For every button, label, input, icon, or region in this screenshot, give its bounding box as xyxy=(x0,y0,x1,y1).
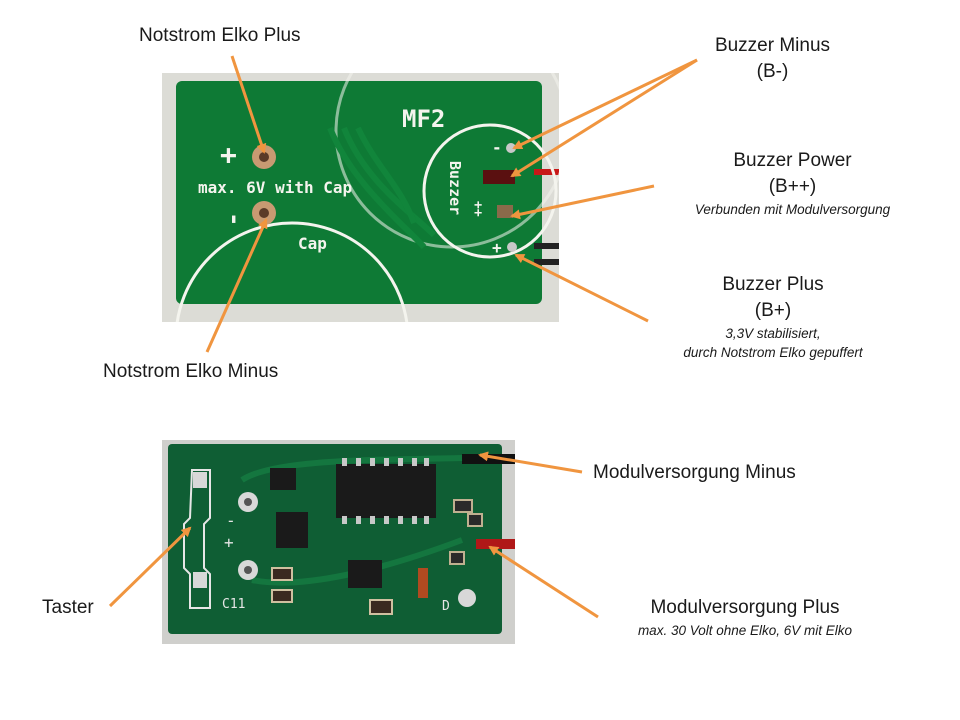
label-notstrom-elko-plus: Notstrom Elko Plus xyxy=(139,25,301,46)
buzzer-power-code: (B++) xyxy=(768,176,817,197)
modulversorgung-plus-note: max. 30 Volt ohne Elko, 6V mit Elko xyxy=(637,623,853,638)
buzzer-plus-title: Buzzer Plus xyxy=(722,274,824,295)
buzzer-minus-title: Buzzer Minus xyxy=(714,35,831,56)
arrow-elko-plus xyxy=(230,55,267,154)
buzzer-power-note: Verbunden mit Modulversorgung xyxy=(694,202,891,217)
label-notstrom-elko-minus: Notstrom Elko Minus xyxy=(103,361,279,382)
silk-bottom-plus: + xyxy=(224,533,234,552)
buzzer-plus-note-1: 3,3V stabilisiert, xyxy=(725,326,821,341)
arrow-elko-minus xyxy=(205,218,268,353)
arrow-buzzer-minus-a xyxy=(512,58,698,150)
label-buzzer-power: Buzzer Power (B++) Verbunden mit Modulve… xyxy=(660,148,925,219)
silk-pin-plus: + xyxy=(492,238,502,257)
silk-bottom-minus: - xyxy=(226,511,236,530)
label-modulversorgung-plus: Modulversorgung Plus max. 30 Volt ohne E… xyxy=(600,595,890,640)
silk-pin-minus: - xyxy=(492,138,502,157)
silk-buzzer: Buzzer xyxy=(446,161,464,215)
arrow-modul-plus xyxy=(488,545,599,619)
buzzer-minus-code: (B-) xyxy=(756,61,789,82)
modulversorgung-plus-title: Modulversorgung Plus xyxy=(650,597,840,618)
silk-voltage: max. 6V with Cap xyxy=(198,178,352,197)
silk-bottom-d: D xyxy=(442,599,450,614)
silk-pin-plusplus: ++ xyxy=(470,201,485,217)
photo-bottom-board: - + C11 D xyxy=(162,440,515,644)
label-buzzer-plus: Buzzer Plus (B+) 3,3V stabilisiert, durc… xyxy=(648,272,898,362)
label-taster: Taster xyxy=(42,597,94,618)
silk-model: MF2 xyxy=(402,105,445,133)
arrow-modul-minus xyxy=(478,451,583,474)
buzzer-plus-code: (B+) xyxy=(754,300,792,321)
arrow-taster xyxy=(108,526,192,608)
label-modulversorgung-minus: Modulversorgung Minus xyxy=(593,462,796,483)
silk-bottom-c: C11 xyxy=(222,597,245,612)
buzzer-plus-note-2: durch Notstrom Elko gepuffert xyxy=(683,345,863,360)
arrow-buzzer-power xyxy=(510,184,655,220)
silk-minus: - xyxy=(221,212,249,226)
arrow-buzzer-minus-b xyxy=(510,58,698,178)
buzzer-power-title: Buzzer Power xyxy=(733,150,852,171)
arrow-buzzer-plus xyxy=(514,253,649,323)
photo-top-board: MF2 + max. 6V with Cap - Cap Buzzer - ++… xyxy=(162,73,559,322)
label-buzzer-minus: Buzzer Minus (B-) xyxy=(685,33,860,85)
silk-plus: + xyxy=(220,138,237,171)
silk-cap: Cap xyxy=(298,234,327,253)
